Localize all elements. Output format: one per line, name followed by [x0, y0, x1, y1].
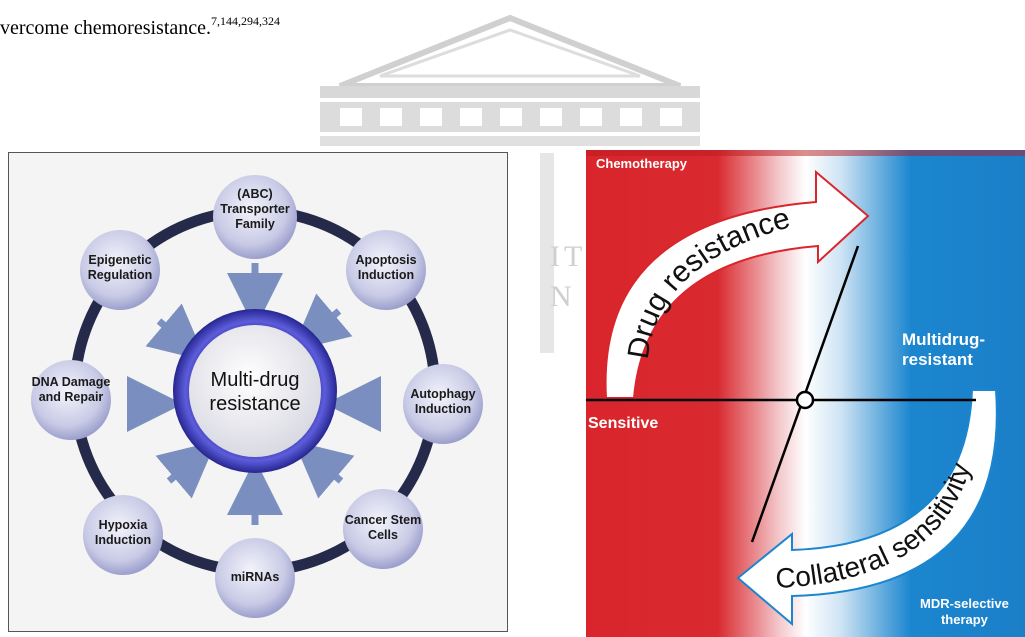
- mechanism-nodes: [31, 175, 483, 618]
- mechanism-arrows: [127, 263, 381, 525]
- label-hypoxia: Hypoxia Induction: [94, 518, 152, 547]
- node-hypoxia: [83, 495, 163, 575]
- caption-citations: 7,144,294,324: [211, 14, 281, 28]
- label-abc-transporter: (ABC) Transporter Family: [220, 187, 290, 231]
- label-sensitive: Sensitive: [588, 415, 659, 432]
- drug-resistance-arrow: [604, 169, 870, 399]
- node-dna-damage: [31, 360, 111, 440]
- node-autophagy: [403, 364, 483, 444]
- label-multidrug-resistant: Multidrug- resistant: [902, 330, 986, 369]
- node-cancer-stem-cells: [343, 489, 423, 569]
- label-chemotherapy: Chemotherapy: [596, 156, 688, 171]
- collateral-sensitivity-figure: Drug resistance Collateral sensitivity C…: [586, 150, 1025, 637]
- mdr-diagram-graphics: [31, 175, 483, 618]
- node-abc-transporter: [213, 175, 297, 259]
- center-disc: [189, 325, 321, 457]
- center-label-mdr: Multi-drug resistance: [209, 369, 301, 415]
- label-apoptosis: Apoptosis Induction: [355, 253, 417, 282]
- node-epigenetic: [80, 230, 160, 310]
- collateral-sensitivity-arrow: [736, 389, 998, 627]
- label-mirnas: miRNAs: [230, 570, 280, 584]
- node-apoptosis: [346, 230, 426, 310]
- caption-line: vercome chemoresistance.7,144,294,324: [0, 14, 280, 40]
- node-mirnas: [215, 538, 295, 618]
- label-autophagy: Autophagy Induction: [410, 387, 476, 416]
- mdr-mechanisms-figure: Multi-drug resistance (ABC) Transporter …: [8, 152, 508, 632]
- label-epigenetic: Epigenetic Regulation: [87, 253, 153, 282]
- label-mdr-selective-therapy: MDR-selective therapy: [920, 596, 1009, 627]
- label-cancer-stem-cells: Cancer Stem Cells: [344, 513, 422, 542]
- caption-text: vercome chemoresistance.: [0, 17, 212, 39]
- origin-circle: [795, 390, 815, 410]
- collateral-diagram-graphics: Drug resistance Collateral sensitivity: [586, 150, 1025, 637]
- label-dna-damage: DNA Damage and Repair: [31, 375, 111, 404]
